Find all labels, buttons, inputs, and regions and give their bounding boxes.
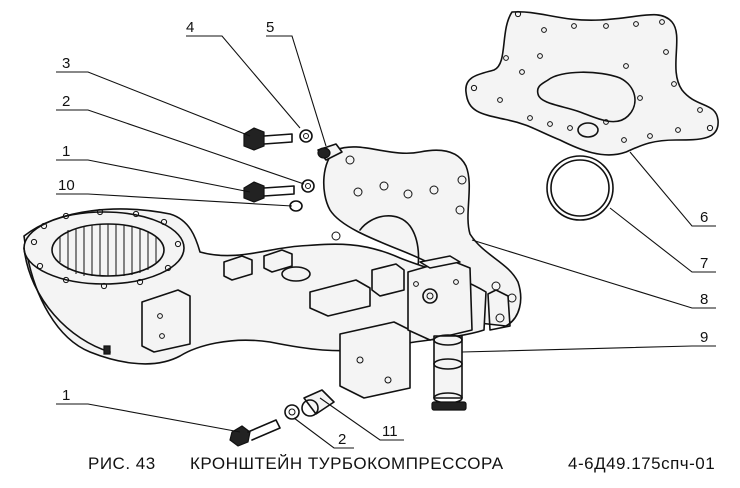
leader-lines	[56, 35, 716, 449]
drawing-code: 4-6Д49.175спч-01	[568, 454, 716, 473]
bolt-part-1-lower	[229, 419, 281, 447]
bushing-part-5	[317, 143, 343, 161]
callout-7: 7	[700, 255, 708, 272]
o-ring-part-7	[546, 155, 614, 221]
figure-number: РИС. 43	[88, 454, 156, 473]
bushing-part-11	[301, 389, 335, 417]
callout-9: 9	[700, 329, 708, 346]
callout-2: 2	[62, 93, 70, 110]
callout-4: 4	[186, 19, 194, 36]
callout-1-lower: 1	[62, 387, 70, 404]
callout-5: 5	[266, 19, 274, 36]
bracket-housing-part-8	[23, 146, 522, 411]
callout-8: 8	[700, 291, 708, 308]
figure-title: КРОНШТЕЙН ТУРБОКОМПРЕССОРА	[190, 454, 504, 473]
callout-11: 11	[382, 423, 398, 440]
callout-6: 6	[700, 209, 708, 226]
washer-part-2	[301, 179, 315, 193]
callout-2-lower: 2	[338, 431, 346, 448]
washer-part-2-lower	[284, 404, 300, 420]
gasket-part-6	[465, 10, 719, 156]
callout-1: 1	[62, 143, 70, 160]
bolt-part-1	[243, 181, 295, 203]
callout-10: 10	[58, 177, 75, 194]
callout-labels: 4 5 3 2 1 10 6 7 8 9 1 2 11	[58, 19, 708, 448]
callout-3: 3	[62, 55, 70, 72]
bolt-part-3	[243, 127, 293, 151]
washer-part-4	[299, 129, 313, 143]
